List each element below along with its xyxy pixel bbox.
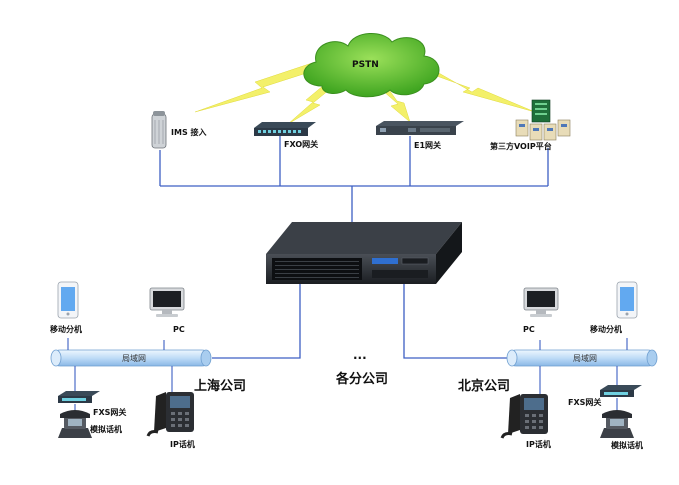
central-server-icon: [266, 222, 462, 284]
right-analog-phone-label: 模拟话机: [611, 441, 643, 450]
right-ip-phone-label: IP话机: [526, 440, 551, 449]
fxo-gateway-icon: [254, 122, 316, 136]
left-lan-label: 局域网: [122, 354, 146, 363]
pstn-label: PSTN: [352, 60, 379, 70]
left-branch-lines: [67, 338, 173, 414]
branch-links: [212, 284, 508, 359]
right-mobile-label: 移动分机: [590, 325, 622, 334]
right-fxs-gateway-icon: [600, 385, 642, 397]
right-lan-label: 局域网: [573, 354, 597, 363]
center-dots: ...: [353, 348, 367, 362]
e1-gateway-icon: [376, 121, 464, 135]
fxo-gateway-label: FXO网关: [284, 140, 319, 149]
right-mobile-phone-icon: [616, 281, 638, 319]
right-pc-label: PC: [523, 325, 535, 334]
left-ip-phone-label: IP话机: [170, 440, 195, 449]
voip-servers-icon: [515, 99, 571, 141]
right-analog-phone-icon: [600, 410, 634, 438]
right-pc-icon: [523, 287, 559, 317]
top-bus: [159, 136, 549, 224]
ims-label: IMS 接入: [171, 128, 207, 137]
left-pc-label: PC: [173, 325, 185, 334]
left-ip-phone-icon: [146, 392, 194, 437]
pstn-cloud: [303, 33, 440, 98]
ims-device-icon: [151, 111, 167, 149]
left-lan-pipe: [50, 349, 212, 367]
bolt-ims: [194, 62, 317, 113]
beijing-company-label: 北京公司: [458, 379, 511, 394]
right-ip-phone-icon: [500, 394, 548, 439]
left-mobile-label: 移动分机: [50, 325, 82, 334]
right-lan-pipe: [506, 349, 658, 367]
left-pc-icon: [149, 287, 185, 317]
left-fxs-gateway-icon: [58, 391, 100, 403]
left-analog-phone-icon: [58, 410, 92, 438]
e1-gateway-label: E1网关: [414, 141, 442, 150]
left-analog-phone-label: 模拟话机: [90, 425, 122, 434]
left-mobile-phone-icon: [57, 281, 79, 319]
right-fxs-label: FXS网关: [568, 398, 602, 407]
left-fxs-label: FXS网关: [93, 408, 127, 417]
voip-platform-label: 第三方VOIP平台: [490, 142, 552, 151]
branch-offices-label: 各分公司: [336, 372, 389, 387]
shanghai-company-label: 上海公司: [194, 379, 247, 394]
